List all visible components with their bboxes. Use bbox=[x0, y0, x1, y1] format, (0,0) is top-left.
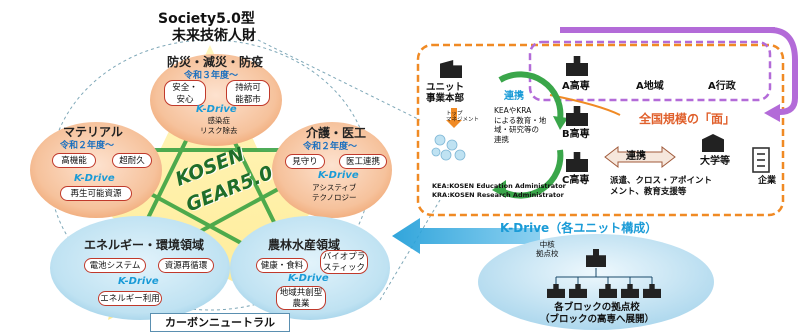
university-label: 大学等 bbox=[700, 156, 730, 167]
unit-config-bottom: 各ブロックの拠点校 （ブロックの高専へ展開） bbox=[540, 302, 655, 325]
region-box bbox=[528, 40, 772, 102]
cycle-arrow-top bbox=[498, 71, 564, 121]
material-kdrive: K-Drive bbox=[74, 173, 115, 184]
top-management-label: トップ マネジメント bbox=[446, 111, 480, 123]
circle-agri bbox=[230, 216, 390, 320]
agri-kdrive: K-Drive bbox=[288, 273, 329, 284]
company-label: 企業 bbox=[758, 176, 777, 186]
energy-item-2: 資源再循環 bbox=[158, 258, 214, 273]
company-icon bbox=[752, 147, 770, 173]
agri-item-2: バイオプラ スティック bbox=[320, 250, 368, 274]
title-line1: Society5.0型 bbox=[158, 11, 255, 27]
energy-item-3: エネルギー利用 bbox=[98, 291, 162, 306]
region-a-label: A地域 bbox=[636, 81, 664, 92]
kea-abbrev: KEA:KOSEN Education Administrator bbox=[432, 182, 566, 190]
disaster-title: 防災・減災・防疫 bbox=[167, 55, 264, 69]
admin-a-label: A行政 bbox=[708, 81, 736, 92]
renkei-label: 連携 bbox=[504, 91, 524, 102]
carbon-neutral-label: カーボンニュートラル bbox=[150, 313, 290, 332]
disaster-item-3: 感染症 リスク除去 bbox=[200, 116, 238, 135]
care-kdrive: K-Drive bbox=[318, 170, 359, 181]
agri-title: 農林水産領域 bbox=[268, 238, 341, 252]
material-item-3: 再生可能資源 bbox=[60, 186, 132, 201]
school-c-label: C高専 bbox=[562, 175, 590, 186]
energy-kdrive: K-Drive bbox=[118, 276, 159, 287]
material-year: 令和２年度〜 bbox=[60, 141, 115, 151]
university-icon bbox=[702, 134, 724, 152]
energy-title: エネルギー・環境領域 bbox=[84, 238, 205, 252]
unit-hq-label: ユニット 事業本部 bbox=[426, 82, 465, 104]
school-a-label: A高専 bbox=[562, 81, 590, 92]
care-item-2: 医工連携 bbox=[339, 154, 387, 169]
circle-disaster bbox=[150, 54, 282, 146]
disaster-item-2: 持続可 能都市 bbox=[226, 80, 270, 106]
national-text: 派遣、クロス・アポイント メント、教育支援等 bbox=[610, 176, 713, 197]
material-title: マテリアル bbox=[63, 125, 123, 139]
material-item-2: 超耐久 bbox=[112, 153, 152, 168]
care-year: 令和２年度〜 bbox=[303, 142, 358, 152]
kra-abbrev: KRA:KOSEN Research Administrator bbox=[432, 191, 564, 199]
unit-config-title: K-Drive（各ユニット構成） bbox=[500, 221, 658, 235]
unit-panel bbox=[416, 43, 785, 217]
care-item-1: 見守り bbox=[285, 154, 325, 169]
national-double-arrow bbox=[604, 145, 676, 169]
national-title: 全国規模の「面」 bbox=[636, 112, 739, 126]
energy-item-1: 電池システム bbox=[84, 258, 146, 273]
kdrive-unit-ellipse bbox=[478, 234, 714, 330]
cycle-arrow-bottom bbox=[498, 149, 564, 199]
core-school-label: 中核 拠点校 bbox=[536, 240, 559, 258]
care-item-3: アシスティブ テクノロジー bbox=[312, 183, 357, 202]
disaster-kdrive: K-Drive bbox=[196, 104, 237, 115]
title-line2: 未来技術人財 bbox=[172, 28, 256, 44]
agri-item-3: 地域共創型 農業 bbox=[276, 286, 326, 310]
school-b-label: B高専 bbox=[562, 129, 590, 140]
disaster-item-1: 安全・ 安心 bbox=[164, 80, 206, 106]
national-renkei: 連携 bbox=[626, 151, 646, 162]
care-title: 介護・医工 bbox=[306, 126, 367, 140]
disaster-year: 令和３年度〜 bbox=[184, 71, 239, 81]
kdrive-arrow bbox=[392, 218, 540, 254]
kea-kra-text: KEAやKRA による教育・地 域・研究等の 連携 bbox=[494, 106, 547, 144]
agri-item-1: 健康・食料 bbox=[256, 258, 308, 273]
material-item-1: 高機能 bbox=[52, 153, 96, 168]
circle-care bbox=[272, 122, 392, 218]
